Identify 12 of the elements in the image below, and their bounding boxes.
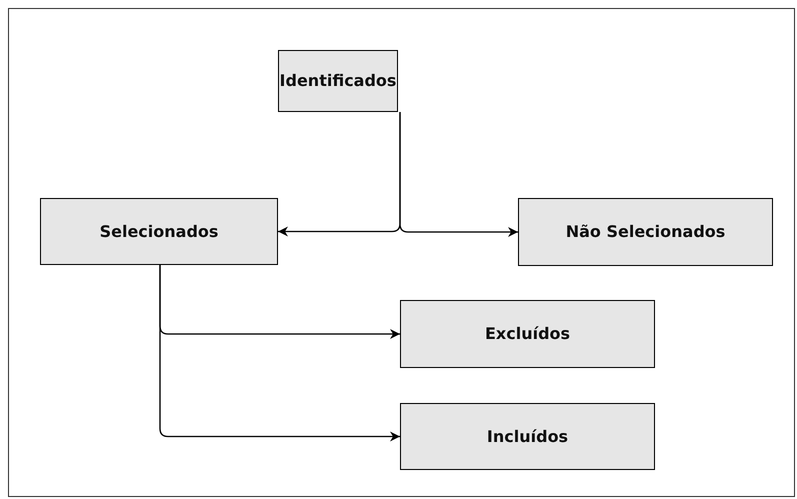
process-box <box>40 198 278 265</box>
box-label: Identificados <box>280 70 396 92</box>
box-label: Excluídos <box>484 323 570 345</box>
process-box <box>518 198 773 266</box>
process-box <box>278 50 398 112</box>
box-label: Selecionados <box>100 220 218 242</box>
box-label: Incluídos <box>486 426 568 448</box>
process-box <box>400 403 655 470</box>
arrow <box>399 112 518 237</box>
arrow <box>159 265 400 442</box>
box-label: Não Selecionados <box>566 221 726 243</box>
process-box <box>400 300 655 368</box>
